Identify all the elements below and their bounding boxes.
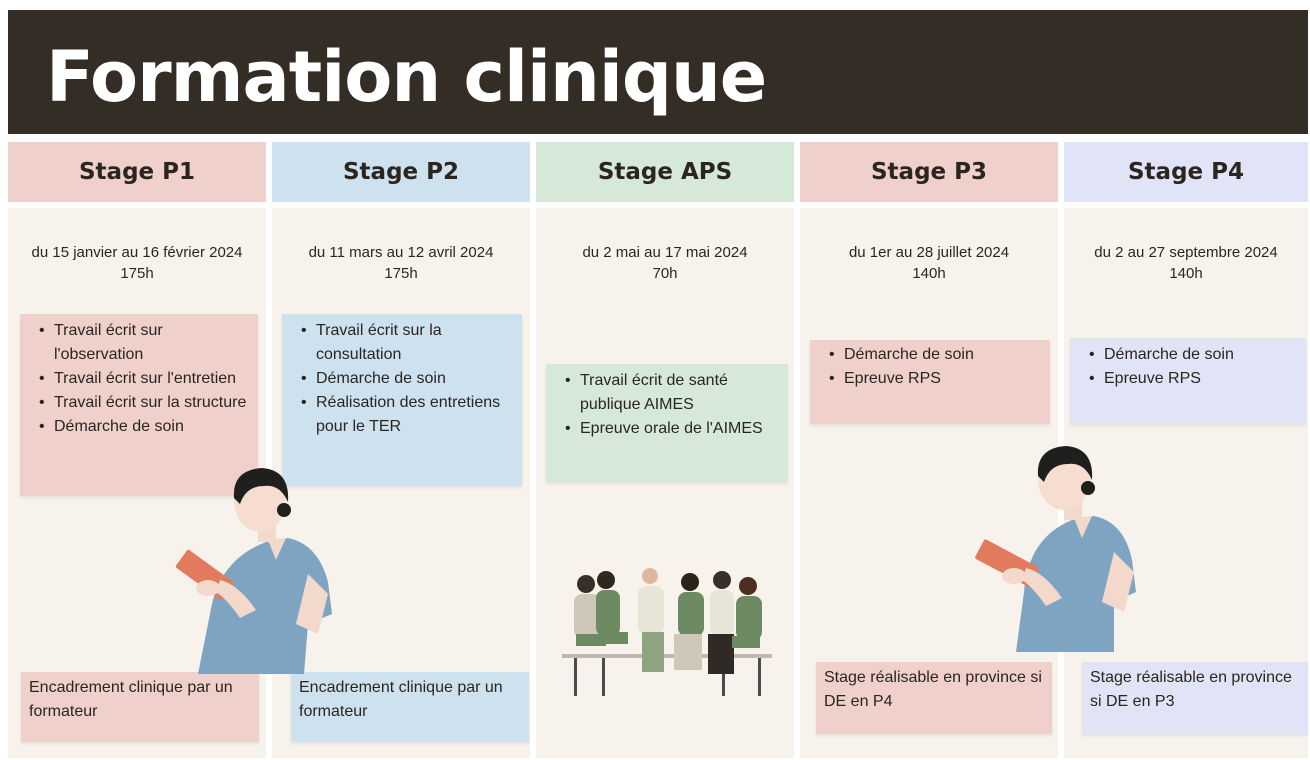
list-item: Epreuve orale de l'AIMES: [558, 417, 782, 441]
stage-body: du 1er au 28 juillet 2024 140h Démarche …: [800, 208, 1058, 758]
list-item: Travail écrit sur la consultation: [294, 319, 516, 367]
assignments-note: Démarche de soin Epreuve RPS: [810, 340, 1050, 424]
stage-column-aps: Stage APS du 2 mai au 17 mai 2024 70h Tr…: [536, 142, 794, 758]
stage-header: Stage P2: [272, 142, 530, 202]
list-item: Epreuve RPS: [822, 367, 1044, 391]
stage-dates: du 11 mars au 12 avril 2024 175h: [272, 242, 530, 284]
assignments-note: Travail écrit sur l'observation Travail …: [20, 314, 258, 496]
stage-date-range: du 2 mai au 17 mai 2024: [582, 244, 748, 261]
stage-column-p4: Stage P4 du 2 au 27 septembre 2024 140h …: [1064, 142, 1308, 758]
stage-dates: du 1er au 28 juillet 2024 140h: [800, 242, 1058, 284]
footer-note: Stage réalisable en province si DE en P3: [1082, 662, 1308, 734]
stage-dates: du 2 au 27 septembre 2024 140h: [1064, 242, 1308, 284]
stage-hours: 175h: [120, 265, 154, 282]
stage-hours: 140h: [912, 265, 946, 282]
footer-note: Encadrement clinique par un formateur: [291, 672, 529, 742]
list-item: Travail écrit sur l'observation: [32, 319, 252, 367]
group-discussion-illustration: [562, 568, 772, 696]
title-banner: Formation clinique: [8, 10, 1308, 134]
footer-note: Encadrement clinique par un formateur: [21, 672, 259, 742]
stage-hours: 175h: [384, 265, 418, 282]
stage-header: Stage P3: [800, 142, 1058, 202]
stage-date-range: du 11 mars au 12 avril 2024: [308, 244, 494, 261]
assignments-note: Travail écrit de santé publique AIMES Ep…: [546, 364, 788, 482]
assignments-note: Travail écrit sur la consultation Démarc…: [282, 314, 522, 486]
page-title: Formation clinique: [46, 36, 767, 118]
stage-date-range: du 15 janvier au 16 février 2024: [31, 244, 243, 261]
assignments-note: Démarche de soin Epreuve RPS: [1070, 338, 1306, 424]
list-item: Démarche de soin: [294, 367, 516, 391]
list-item: Travail écrit sur la structure: [32, 391, 252, 415]
stage-dates: du 15 janvier au 16 février 2024 175h: [8, 242, 266, 284]
stage-header: Stage P4: [1064, 142, 1308, 202]
stage-date-range: du 1er au 28 juillet 2024: [848, 244, 1010, 261]
stage-header: Stage P1: [8, 142, 266, 202]
nurse-tablet-illustration: [975, 446, 1136, 652]
stage-hours: 70h: [652, 265, 678, 282]
list-item: Démarche de soin: [32, 415, 252, 439]
list-item: Epreuve RPS: [1082, 367, 1302, 391]
stage-body: du 2 mai au 17 mai 2024 70h Travail écri…: [536, 208, 794, 758]
stage-column-p3: Stage P3 du 1er au 28 juillet 2024 140h …: [800, 142, 1058, 758]
stage-header: Stage APS: [536, 142, 794, 202]
stage-hours: 140h: [1169, 265, 1203, 282]
footer-note: Stage réalisable en province si DE en P4: [816, 662, 1052, 734]
stage-body: du 11 mars au 12 avril 2024 175h Travail…: [272, 208, 530, 758]
list-item: Démarche de soin: [822, 343, 1044, 367]
list-item: Travail écrit de santé publique AIMES: [558, 369, 782, 417]
list-item: Réalisation des entretiens pour le TER: [294, 391, 516, 439]
stage-column-p2: Stage P2 du 11 mars au 12 avril 2024 175…: [272, 142, 530, 758]
stage-dates: du 2 mai au 17 mai 2024 70h: [536, 242, 794, 284]
list-item: Travail écrit sur l'entretien: [32, 367, 252, 391]
nurse-tablet-illustration: [175, 468, 332, 674]
list-item: Démarche de soin: [1082, 343, 1302, 367]
stage-date-range: du 2 au 27 septembre 2024: [1094, 244, 1278, 261]
stage-body: du 2 au 27 septembre 2024 140h Démarche …: [1064, 208, 1308, 758]
